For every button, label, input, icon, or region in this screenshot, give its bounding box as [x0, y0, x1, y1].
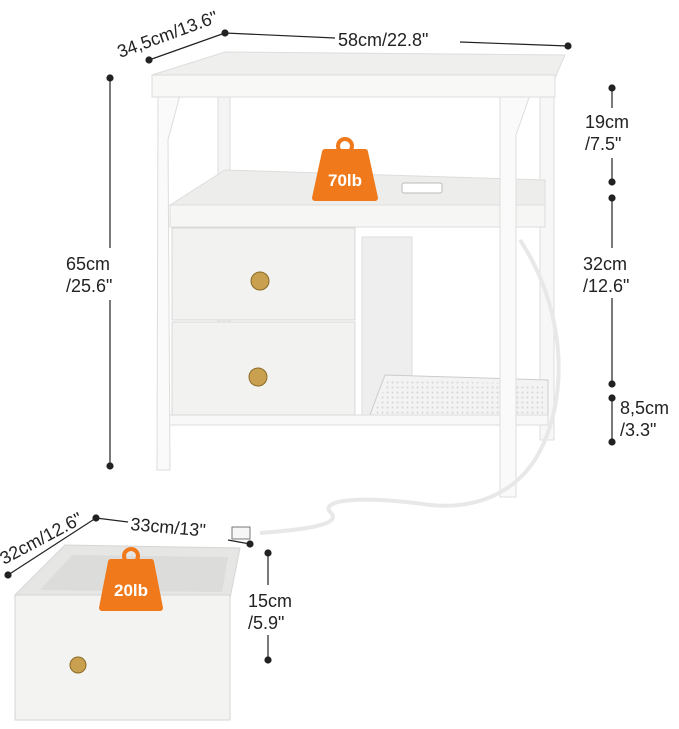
drawer-height-cm: 15cm [248, 591, 292, 611]
weight-icon: 20lb [99, 547, 163, 611]
drawer-weight-capacity: 20lb [114, 581, 148, 600]
power-plug-icon [231, 526, 251, 540]
top-gap-cm: 19cm [585, 112, 629, 132]
drawer-lower [171, 321, 356, 416]
drawer-knob-icon [248, 367, 268, 387]
table-width-label: 58cm/22.8" [338, 30, 428, 50]
nightstand [151, 51, 566, 540]
usb-outlet-icon [401, 182, 443, 194]
bottom-gap-cm: 8,5cm [620, 398, 669, 418]
bottom-gap-in: /3.3" [620, 420, 656, 440]
weight-icon: 70lb [312, 137, 378, 201]
drawer-knob-icon [250, 271, 270, 291]
drawer-width-label: 33cm/13" [130, 514, 207, 540]
dimension-lines [4, 29, 616, 664]
table-height-cm: 65cm [66, 254, 110, 274]
drawer-knob-icon [69, 656, 87, 674]
middle-gap-in: /12.6" [583, 276, 629, 296]
top-gap-in: /7.5" [585, 134, 621, 154]
table-height-in: /25.6" [66, 276, 112, 296]
middle-gap-cm: 32cm [583, 254, 627, 274]
table-weight-capacity: 70lb [328, 171, 362, 190]
drawer-height-in: /5.9" [248, 613, 284, 633]
